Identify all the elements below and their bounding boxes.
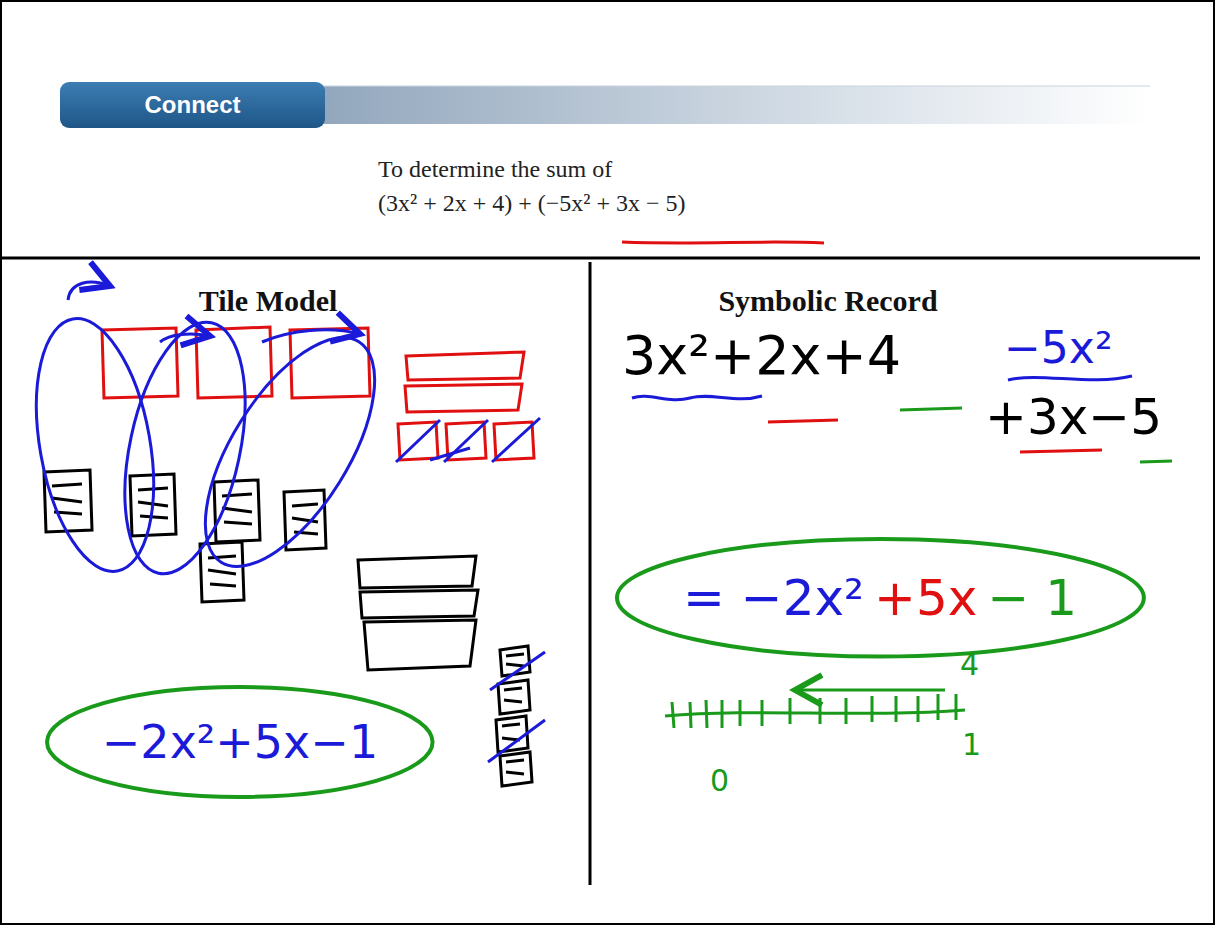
node-text: +5x — [874, 571, 977, 626]
divider — [589, 262, 592, 885]
handwritten-expression: +3x−5 — [985, 390, 1162, 445]
panel-heading: Tile Model — [199, 284, 338, 317]
divider — [0, 257, 1200, 260]
node-text-row: Connect — [145, 92, 241, 118]
expression: (3x² + 2x + 4) + (−5x² + 3x − 5) — [378, 190, 686, 216]
section-banner: Connect — [60, 82, 325, 128]
tiles-negative — [44, 470, 532, 786]
prompt-text: To determine the sum of — [378, 156, 612, 182]
number-label: 1 — [962, 728, 981, 761]
node-text-row: = −2x²+5x− 1 — [683, 571, 1077, 626]
node-text: = −2x² — [683, 571, 864, 626]
zero-pair-loops — [19, 282, 408, 593]
answer-ellipse: = −2x²+5x− 1 — [614, 536, 1147, 660]
handwritten-term: −5x² — [1004, 324, 1113, 372]
underline — [622, 242, 824, 243]
handwritten-expression: 3x²+2x+4 — [622, 326, 901, 385]
node-text: Connect — [145, 92, 241, 118]
answer-ellipse: −2x²+5x−1 — [44, 684, 436, 800]
number-label: 0 — [710, 764, 729, 797]
number-line — [665, 690, 965, 728]
tiles-positive — [102, 327, 534, 460]
underline — [632, 396, 762, 400]
header-bar — [300, 86, 1150, 124]
panel-heading: Symbolic Record — [718, 284, 937, 317]
node-text: −2x²+5x−1 — [102, 717, 378, 768]
node-text: − 1 — [987, 571, 1077, 626]
node-text-row: −2x²+5x−1 — [102, 717, 378, 768]
